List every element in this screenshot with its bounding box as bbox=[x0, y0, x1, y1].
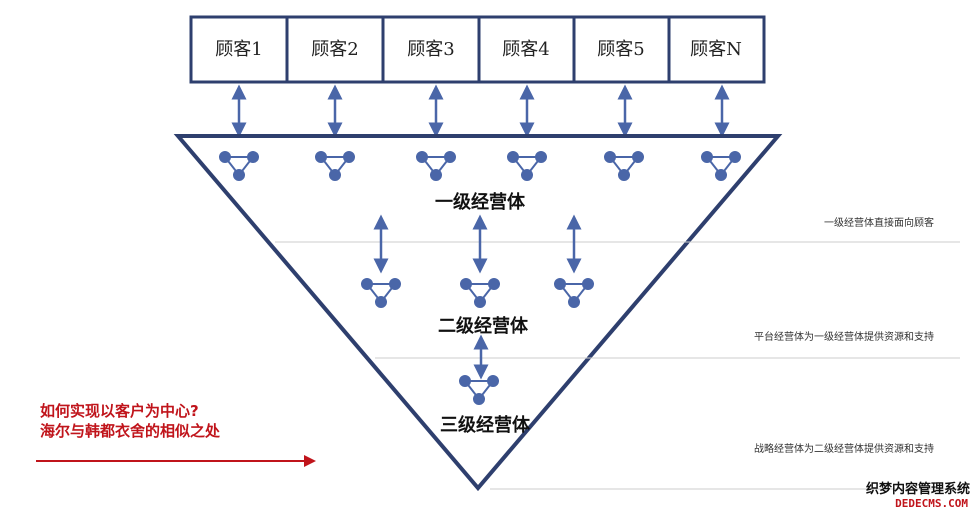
side-note-2: 平台经营体为一级经营体提供资源和支持 bbox=[754, 330, 934, 343]
team-icon bbox=[554, 278, 594, 308]
team-icon bbox=[219, 151, 259, 181]
question-line-1: 如何实现以客户为中心? bbox=[40, 402, 199, 420]
level-dividers bbox=[275, 241, 960, 490]
customer-label-5: 顾客5 bbox=[597, 39, 644, 60]
side-note-3: 战略经营体为二级经营体提供资源和支持 bbox=[754, 442, 934, 455]
customer-row: 顾客1 顾客2 顾客3 顾客4 顾客5 顾客N bbox=[189, 15, 766, 84]
customer-label-3: 顾客3 bbox=[407, 39, 454, 60]
level-label-3: 三级经营体 bbox=[440, 414, 531, 436]
customer-label-n: 顾客N bbox=[690, 39, 742, 60]
inverted-pyramid bbox=[173, 134, 783, 492]
customer-label-1: 顾客1 bbox=[215, 39, 262, 60]
level-label-1: 一级经营体 bbox=[435, 191, 526, 213]
watermark-url: DEDECMS.COM bbox=[895, 497, 968, 510]
team-icon bbox=[361, 278, 401, 308]
customer-label-2: 顾客2 bbox=[311, 39, 358, 60]
customer-arrows bbox=[231, 84, 730, 138]
team-nodes-level1 bbox=[219, 151, 741, 181]
level-label-2: 二级经营体 bbox=[438, 315, 529, 337]
team-icon bbox=[460, 278, 500, 308]
team-icon bbox=[604, 151, 644, 181]
level-arrows-1-2 bbox=[373, 214, 582, 274]
customer-label-4: 顾客4 bbox=[502, 39, 549, 60]
side-note-1: 一级经营体直接面向顾客 bbox=[824, 216, 934, 229]
team-icon bbox=[701, 151, 741, 181]
team-nodes-level2 bbox=[361, 278, 594, 308]
watermark-title: 织梦内容管理系统 bbox=[866, 481, 970, 497]
question-line-2: 海尔与韩都衣舍的相似之处 bbox=[40, 422, 221, 440]
team-nodes-level3 bbox=[459, 375, 499, 405]
team-icon bbox=[315, 151, 355, 181]
team-icon bbox=[507, 151, 547, 181]
team-icon bbox=[416, 151, 456, 181]
team-icon bbox=[459, 375, 499, 405]
